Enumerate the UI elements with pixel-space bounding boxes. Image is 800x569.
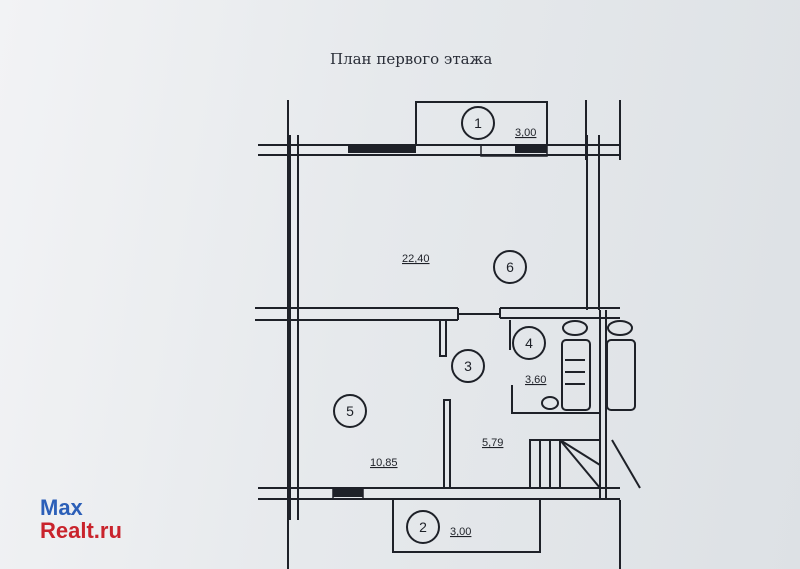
room-marker-circle [493, 250, 527, 284]
room-area: 3,60 [525, 374, 546, 386]
room-number: 2 [419, 519, 427, 535]
room-area: 10,85 [370, 457, 398, 469]
room-marker-circle [406, 510, 440, 544]
room-marker-circle [333, 394, 367, 428]
room-marker-circle [512, 326, 546, 360]
room-5: 5 10,85 [333, 394, 398, 469]
walls [255, 100, 641, 569]
room-number: 5 [346, 403, 354, 419]
plan-title: План первого этажа [330, 50, 492, 68]
room-area: 3,00 [515, 127, 536, 139]
room-area: 22,40 [402, 253, 430, 265]
room-marker-circle [451, 349, 485, 383]
room-area: 5,79 [482, 437, 503, 449]
windows [333, 145, 547, 497]
room-area: 3,00 [450, 526, 471, 538]
watermark-max: Max [40, 495, 83, 520]
room-marker-circle [461, 106, 495, 140]
room-number: 3 [464, 358, 472, 374]
watermark-realt: Realt.ru [40, 518, 122, 543]
window-frames [332, 144, 548, 500]
room-6: 6 22,40 [402, 250, 527, 284]
room-number: 1 [474, 115, 482, 131]
room-1: 1 3,00 [461, 106, 536, 140]
room-4: 4 3,60 [512, 326, 546, 386]
room-number: 4 [525, 335, 533, 351]
room-2: 2 3,00 [406, 510, 471, 544]
room-number: 6 [506, 259, 514, 275]
room-3: 3 5,79 [451, 349, 503, 449]
